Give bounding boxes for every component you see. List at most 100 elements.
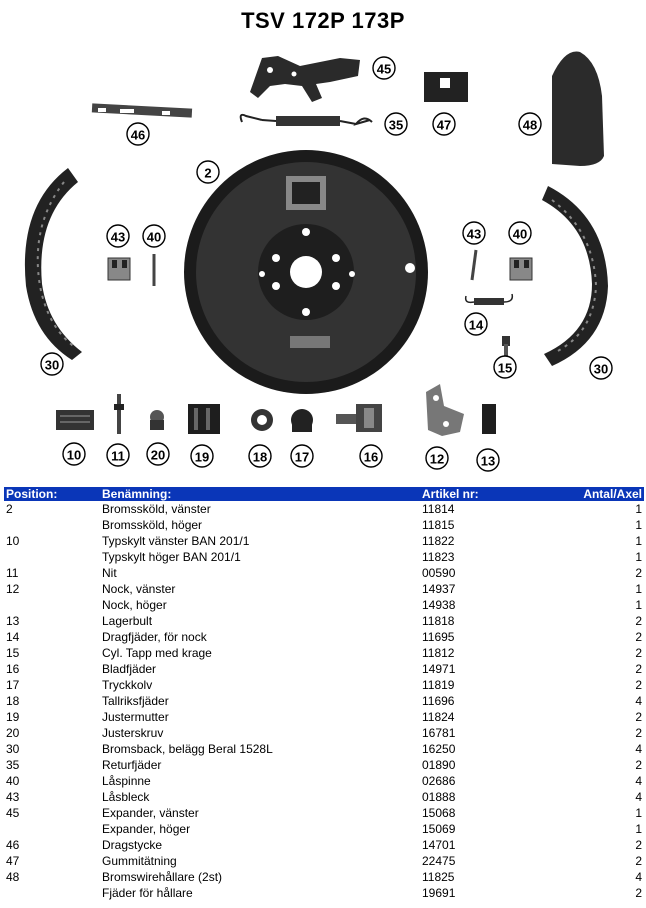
cell-quantity: 2 [635,646,642,660]
cell-article: 11819 [422,678,455,692]
callout-40: 40 [508,221,532,245]
cell-name: Fjäder för hållare [102,886,193,900]
cell-article: 15068 [422,806,456,820]
cell-name: Justermutter [102,710,169,724]
cell-name: Bromssköld, höger [102,518,203,532]
callout-19: 19 [190,444,214,468]
cell-name: Lagerbult [102,614,153,628]
callout-45: 45 [372,56,396,80]
cell-quantity: 2 [635,726,642,740]
cell-quantity: 2 [635,678,642,692]
callout-14: 14 [464,312,488,336]
callout-2: 2 [196,160,220,184]
lock-plate-left-part [107,257,131,281]
cell-name: Cyl. Tapp med krage [102,646,212,660]
adjust-nut-part [188,404,220,434]
cell-name: Expander, vänster [102,806,199,820]
cell-position: 13 [6,614,20,628]
svg-text:40: 40 [513,227,527,242]
callout-18: 18 [248,444,272,468]
cell-quantity: 4 [635,870,642,884]
cell-quantity: 4 [635,742,642,756]
cell-quantity: 2 [635,662,642,676]
cell-position: 16 [6,662,20,676]
cell-position: 17 [6,678,20,692]
cell-name: Låsbleck [102,790,150,804]
cell-quantity: 1 [635,598,642,612]
cell-quantity: 4 [635,774,642,788]
table-row: 17 Tryckkolv 11819 2 [4,677,644,693]
svg-text:43: 43 [111,230,125,245]
svg-text:20: 20 [151,448,165,463]
page-title: TSV 172P 173P [241,8,405,33]
table-row: Bromssköld, höger 11815 1 [4,517,644,533]
callout-48: 48 [518,112,542,136]
callout-35: 35 [384,112,408,136]
cam-part [426,384,464,436]
cell-quantity: 1 [635,502,642,516]
cell-position: 12 [6,582,20,596]
rubber-seal-part [424,72,468,102]
cell-position [4,885,100,901]
cell-name: Bromsback, belägg Beral 1528L [102,742,273,756]
cell-article: 14971 [422,662,456,676]
cell-position: 46 [6,838,20,852]
cell-position: 40 [6,774,20,788]
cell-article: 11814 [422,502,455,516]
cell-position [4,517,100,533]
cell-name: Typskylt höger BAN 201/1 [102,550,241,564]
svg-text:30: 30 [45,358,59,373]
svg-text:10: 10 [67,448,81,463]
svg-text:13: 13 [481,454,495,469]
cell-position: 35 [6,758,20,772]
cell-quantity: 2 [635,838,642,852]
cell-name: Bromswirehållare (2st) [102,870,223,884]
callout-46: 46 [126,122,150,146]
cell-quantity: 1 [635,806,642,820]
cell-position: 15 [6,646,20,660]
callout-47: 47 [432,112,456,136]
cell-quantity: 1 [635,534,642,548]
cell-article: 16250 [422,742,456,756]
cell-name: Tryckkolv [102,678,153,692]
cell-position: 20 [6,726,20,740]
cell-article: 22475 [422,854,456,868]
cell-position: 10 [6,534,20,548]
cell-name: Nit [102,566,117,580]
column-header-article: Artikel nr: [420,487,528,501]
cell-article: 11815 [422,518,455,532]
cell-quantity: 1 [635,582,642,596]
cell-quantity: 1 [635,822,642,836]
svg-text:48: 48 [523,118,537,133]
cell-quantity: 4 [635,790,642,804]
cell-name: Returfjäder [102,758,162,772]
table-header-row: Position: Benämning: Artikel nr: Antal/A… [4,487,644,501]
type-plate-part [56,410,94,430]
svg-text:40: 40 [147,230,161,245]
callout-11: 11 [106,443,130,467]
svg-text:12: 12 [430,452,444,467]
cell-name: Bromssköld, vänster [102,502,211,516]
cell-quantity: 1 [635,518,642,532]
svg-text:19: 19 [195,450,209,465]
bearing-bolt-part [482,404,496,434]
callout-17: 17 [290,444,314,468]
cell-name: Expander, höger [102,822,191,836]
return-spring-part [239,113,373,126]
svg-text:17: 17 [295,450,309,465]
parts-list-table: Position: Benämning: Artikel nr: Antal/A… [4,487,644,901]
callout-30: 30 [589,356,613,380]
callout-40: 40 [142,224,166,248]
cell-name: Gummitätning [102,854,177,868]
